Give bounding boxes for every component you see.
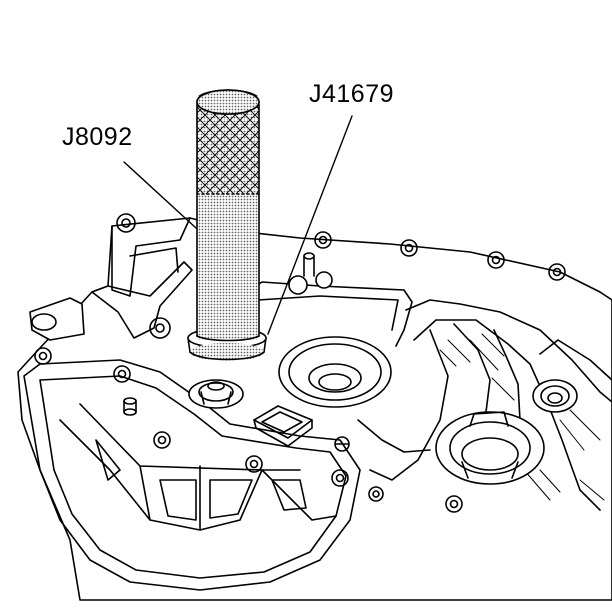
housing-shading	[439, 333, 605, 501]
callout-driver-handle: J8092	[62, 123, 133, 151]
shaft-seal	[188, 379, 244, 409]
gasket-channel	[249, 281, 413, 347]
driver-handle-tool	[196, 89, 260, 342]
case-outline	[17, 217, 612, 601]
left-lug	[29, 297, 85, 341]
callout-seal-installer: J41679	[309, 80, 395, 108]
drain-plug	[532, 379, 578, 413]
leader-j41679	[267, 115, 353, 335]
internal-walls	[405, 299, 612, 403]
differential-bore	[435, 411, 545, 485]
center-bore	[278, 336, 392, 408]
square-boss	[253, 405, 313, 447]
bell-flange	[23, 359, 361, 591]
leader-j8092	[123, 161, 197, 229]
dowel-pin	[123, 397, 137, 416]
bolt-bosses	[34, 213, 566, 513]
seal-installer-tool	[187, 327, 267, 361]
flange-ribs	[59, 403, 337, 531]
stud	[288, 252, 333, 295]
